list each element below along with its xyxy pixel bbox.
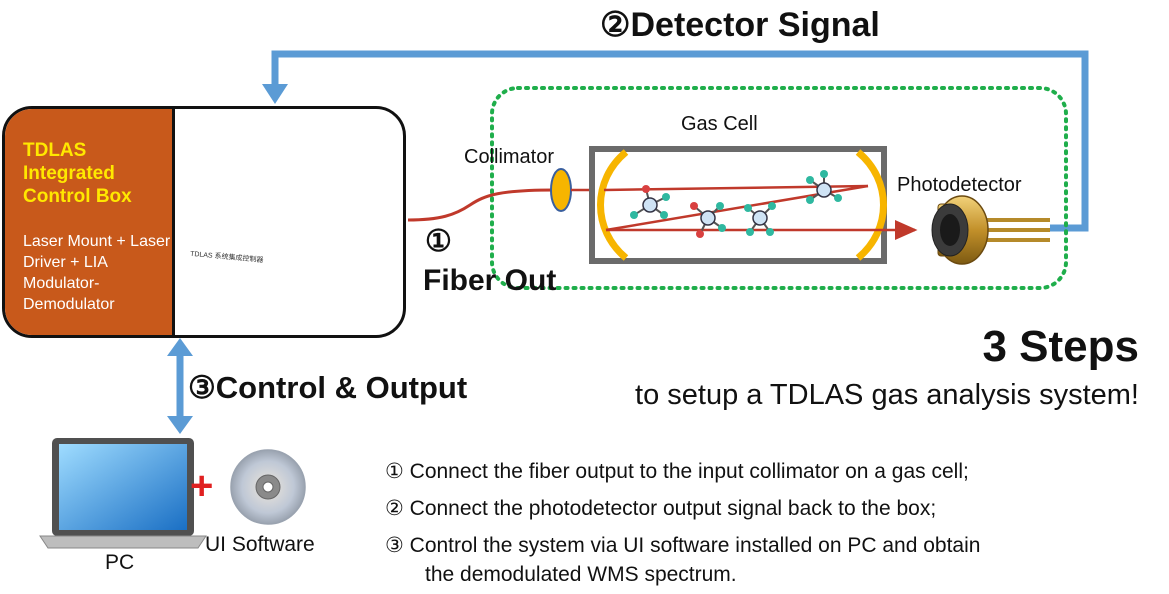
- control-output-arrow: [167, 338, 193, 434]
- setup-step-2: ② Connect the photodetector output signa…: [385, 497, 937, 520]
- setup-step-3: ③ Control the system via UI software ins…: [385, 534, 981, 557]
- gas-cell-label: Gas Cell: [681, 113, 758, 135]
- detector-signal-arrow: [262, 50, 1089, 232]
- gas-cell: [589, 146, 887, 264]
- photodetector-label: Photodetector: [897, 174, 1022, 196]
- gas-molecule-icon: [630, 170, 842, 238]
- pc-label: PC: [105, 551, 135, 574]
- collimator-label: Collimator: [464, 146, 555, 168]
- setup-steps-list: ① Connect the fiber output to the input …: [385, 457, 1155, 589]
- control-box-description: Laser Mount + Laser Driver + LIA Modulat…: [23, 233, 171, 313]
- steps-heading: 3 Steps: [982, 322, 1139, 371]
- setup-step-3-continued: the demodulated WMS spectrum.: [425, 563, 737, 586]
- plus-icon: +: [190, 464, 214, 508]
- optical-setup-boundary: [490, 86, 1068, 290]
- collimator-lens: [550, 168, 572, 212]
- setup-step-1: ① Connect the fiber output to the input …: [385, 460, 969, 483]
- detector-signal-label: ②Detector Signal: [600, 6, 880, 44]
- ui-software-label: UI Software: [205, 533, 315, 556]
- software-disc-icon: [230, 449, 306, 525]
- control-box-info-panel: TDLAS Integrated Control Box Laser Mount…: [5, 109, 175, 335]
- control-output-label: ③Control & Output: [188, 370, 468, 405]
- control-box-card: TDLAS Integrated Control Box Laser Mount…: [2, 106, 406, 338]
- fiber-out-number: ①: [425, 225, 452, 258]
- photodetector-device: [931, 195, 1050, 265]
- optical-fiber: [407, 188, 556, 222]
- fiber-out-label: Fiber Out: [423, 264, 557, 297]
- gas-cell-mirror-left: [597, 149, 629, 261]
- steps-subheading: to setup a TDLAS gas analysis system!: [635, 379, 1139, 411]
- laptop-icon: [39, 438, 207, 549]
- gas-cell-mirror-right: [855, 149, 887, 261]
- control-box-title: TDLAS Integrated Control Box: [23, 140, 132, 207]
